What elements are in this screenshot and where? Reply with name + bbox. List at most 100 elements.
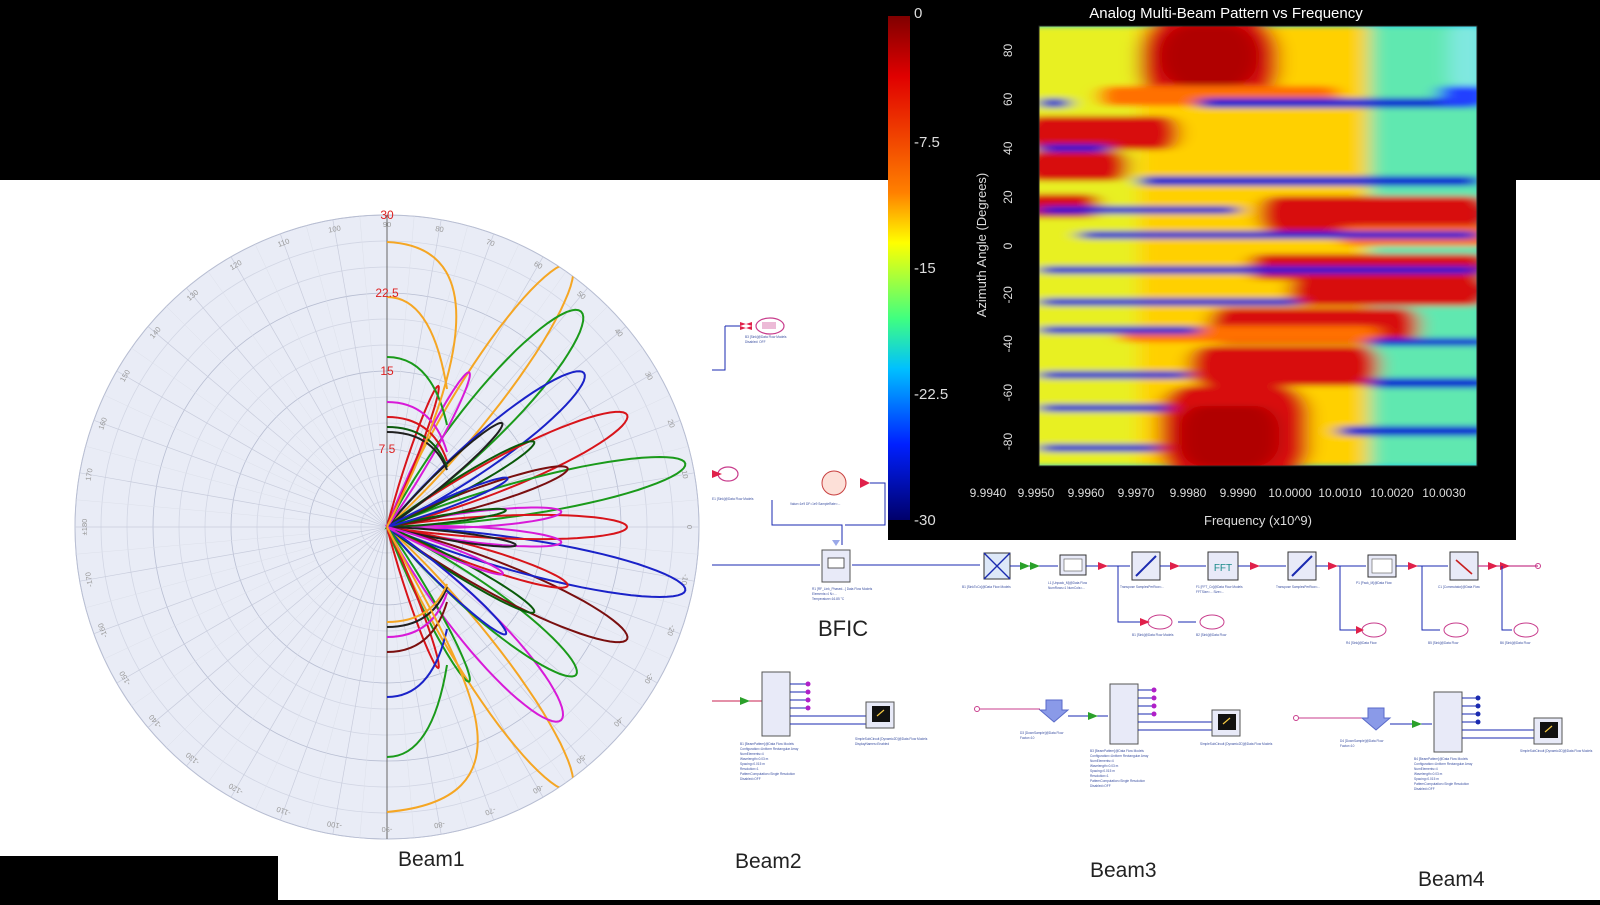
svg-text:B2 [Sink]@Data Flow: B2 [Sink]@Data Flow <box>1196 633 1227 637</box>
source-block[interactable] <box>821 470 870 496</box>
svg-text:C1 [Commutator]@Data Flow: C1 [Commutator]@Data Flow <box>1438 585 1481 589</box>
colorbar-tick-label: -15 <box>914 260 936 277</box>
polar-angle-label: -80 <box>433 820 445 831</box>
svg-text:B1 [BeamPattern]@Data Flow Mod: B1 [BeamPattern]@Data Flow Models <box>740 742 794 746</box>
polar-angle-label: -10 <box>680 573 691 585</box>
svg-text:FFTSize=... Size=...: FFTSize=... Size=... <box>1196 590 1224 594</box>
beam-lobe <box>386 476 509 528</box>
svg-text:SimpleSubCircuit [Dynamic2D]@D: SimpleSubCircuit [Dynamic2D]@Data Flow M… <box>855 737 928 741</box>
fft-block[interactable]: FFT <box>1207 551 1239 581</box>
heatmap-xtick-label: 10.0000 <box>1268 486 1312 500</box>
bfic-label: BFIC <box>818 616 868 641</box>
beam-lobe <box>386 526 440 670</box>
svg-text:Transpose SamplesPerRow=...: Transpose SamplesPerRow=... <box>1276 585 1320 589</box>
svg-text:Disabled: OFF: Disabled: OFF <box>745 340 766 344</box>
svg-text:R4 [Sink]@Data Flow: R4 [Sink]@Data Flow <box>1346 641 1377 645</box>
colorbar-tick-label: -30 <box>914 512 936 529</box>
polar-angle-label: 100 <box>328 224 342 235</box>
branch-sinks[interactable] <box>1117 566 1539 638</box>
heatmap-ytick-label: -20 <box>1001 286 1015 304</box>
heatmap-title: Analog Multi-Beam Pattern vs Frequency <box>1089 5 1363 22</box>
svg-text:Spacing=0.015 m: Spacing=0.015 m <box>1090 769 1115 773</box>
svg-text:Configuration=Uniform Rectangu: Configuration=Uniform Rectangular Array <box>1090 754 1149 758</box>
beam3-subcircuit[interactable] <box>974 683 1241 745</box>
heatmap-plot-area <box>1039 26 1477 466</box>
polar-angle-label: 160 <box>96 416 109 431</box>
polar-angle-label: 30 <box>643 370 655 382</box>
svg-text:NumElements=4: NumElements=4 <box>740 752 764 756</box>
beam4-subcircuit[interactable] <box>1293 691 1563 753</box>
beam1-label: Beam1 <box>398 848 465 871</box>
svg-text:Spacing=0.015 m: Spacing=0.015 m <box>1414 777 1439 781</box>
svg-text:Factor=10: Factor=10 <box>1020 736 1035 740</box>
svg-text:L1 [Unpack_M]@Data Flow: L1 [Unpack_M]@Data Flow <box>1048 581 1088 585</box>
polar-ring-label: 15 <box>380 364 394 378</box>
polar-ring-label: 7.5 <box>379 442 396 456</box>
svg-text:DisplayNames=Enabled: DisplayNames=Enabled <box>855 742 889 746</box>
polar-beam-plot: ±180-170-160-150-140-130-120-110-100-90-… <box>74 208 700 840</box>
polar-ring-label: 30 <box>380 208 394 222</box>
polar-angle-label: 10 <box>680 470 690 480</box>
sink-block-left[interactable] <box>712 466 739 482</box>
beam-lobe <box>386 410 629 528</box>
beam-lobe <box>386 513 629 541</box>
svg-text:Configuration=Uniform Rectangu: Configuration=Uniform Rectangular Array <box>740 747 799 751</box>
beam-lobe <box>386 507 507 528</box>
transpose-block-1[interactable] <box>1131 551 1161 581</box>
black-region <box>0 856 278 900</box>
svg-text:NumElements=4: NumElements=4 <box>1414 767 1438 771</box>
polar-angle-label: 20 <box>666 418 677 429</box>
heatmap-xtick-label: 9.9950 <box>1018 486 1055 500</box>
svg-text:Wavelength=0.03 m: Wavelength=0.03 m <box>1090 764 1119 768</box>
colorbar-tick-label: 0 <box>914 5 922 22</box>
svg-text:B1 [SinkToCx]@Data Flow Models: B1 [SinkToCx]@Data Flow Models <box>962 585 1011 589</box>
heatmap-xlabel: Frequency (x10^9) <box>1204 513 1312 528</box>
beam2-label: Beam2 <box>735 850 802 873</box>
heatmap-xtick-label: 9.9980 <box>1170 486 1207 500</box>
fft-label: FFT <box>1214 563 1232 574</box>
svg-text:P1 [Pack_M]@Data Flow: P1 [Pack_M]@Data Flow <box>1356 581 1392 585</box>
svg-text:Resolution=1: Resolution=1 <box>1090 774 1109 778</box>
heatmap-ytick-label: -60 <box>1001 384 1015 402</box>
beam-lobe <box>386 526 629 644</box>
svg-text:Wavelength=0.03 m: Wavelength=0.03 m <box>1414 772 1443 776</box>
beam-lobe <box>386 526 687 599</box>
bfic-block[interactable] <box>821 540 851 583</box>
polar-plot-panel: ±180-170-160-150-140-130-120-110-100-90-… <box>0 180 712 900</box>
polar-angle-label: -20 <box>665 624 677 637</box>
polar-angle-label: -100 <box>326 819 342 830</box>
heatmap-ytick-label: 60 <box>1001 92 1015 106</box>
svg-text:B4 [BeamPattern]@Data Flow Mod: B4 [BeamPattern]@Data Flow Models <box>1414 757 1468 761</box>
mixer-block[interactable] <box>983 552 1011 580</box>
svg-text:Disabled=OFF: Disabled=OFF <box>1414 787 1435 791</box>
sink-block-top[interactable] <box>740 317 785 335</box>
svg-text:Factor=10: Factor=10 <box>1340 744 1355 748</box>
beam-lobe <box>386 455 687 528</box>
beam3-label: Beam3 <box>1090 859 1157 882</box>
svg-text:Elements=4 N=...: Elements=4 N=... <box>812 592 837 596</box>
matrix-block[interactable] <box>1059 554 1087 576</box>
colorbar-ticks: 0-7.5-15-22.5-30 <box>914 5 948 529</box>
pack-block[interactable] <box>1367 554 1397 578</box>
svg-text:B1 [Sink]@Data Flow Models: B1 [Sink]@Data Flow Models <box>1132 633 1174 637</box>
polar-angle-label: 70 <box>485 237 496 248</box>
svg-text:PatternComputation=Single Reso: PatternComputation=Single Resolution <box>1414 782 1469 786</box>
svg-text:SimpleSubCircuit [Dynamic2D]@D: SimpleSubCircuit [Dynamic2D]@Data Flow M… <box>1200 742 1273 746</box>
commutator-block[interactable] <box>1449 551 1479 581</box>
polar-angle-label: 0 <box>685 525 694 529</box>
svg-text:E1 [Sink]@Data Flow Models: E1 [Sink]@Data Flow Models <box>712 497 754 501</box>
svg-text:PatternComputation=Single Reso: PatternComputation=Single Resolution <box>1090 779 1145 783</box>
heatmap-ylabel: Azimuth Angle (Degrees) <box>974 173 989 318</box>
svg-text:Disabled=OFF: Disabled=OFF <box>1090 784 1111 788</box>
beam2-subcircuit[interactable] <box>712 671 895 737</box>
svg-text:Wavelength=0.03 m: Wavelength=0.03 m <box>740 757 769 761</box>
heatmap-xtick-label: 9.9990 <box>1220 486 1257 500</box>
transpose-block-2[interactable] <box>1287 551 1317 581</box>
polar-angle-label: 170 <box>84 468 95 482</box>
svg-text:Value=1e9 DF=1e9 SampleRate=..: Value=1e9 DF=1e9 SampleRate=... <box>790 502 840 506</box>
polar-grid <box>74 214 700 840</box>
